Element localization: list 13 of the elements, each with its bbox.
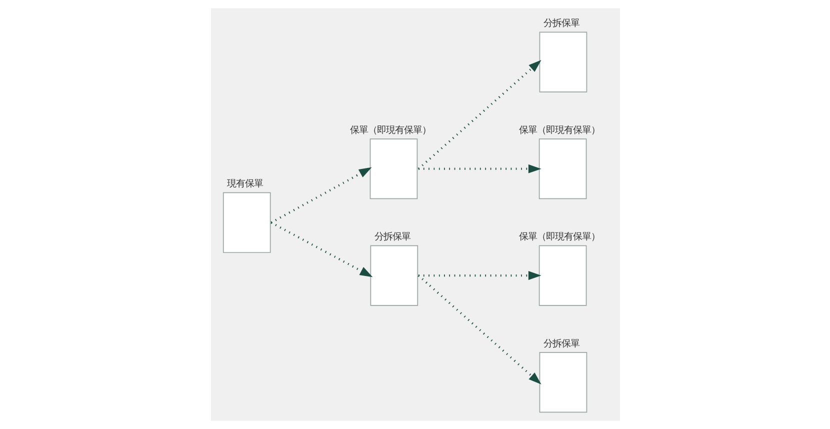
node-label: 保單（即現有保單） [518, 124, 600, 136]
node-label: 分拆保單 [374, 232, 410, 243]
arrow [417, 274, 541, 384]
arrow [418, 164, 541, 174]
node-label: 現有保單 [226, 178, 263, 190]
arrow [270, 167, 372, 224]
arrow [417, 60, 541, 170]
node-label: 保單（即現有保單） [350, 124, 431, 136]
node-label: 分拆保單 [543, 338, 580, 350]
node-label: 保單（即現有保單） [518, 232, 600, 243]
arrow [418, 271, 541, 280]
arrow [270, 222, 372, 278]
node-label: 分拆保單 [543, 18, 580, 30]
